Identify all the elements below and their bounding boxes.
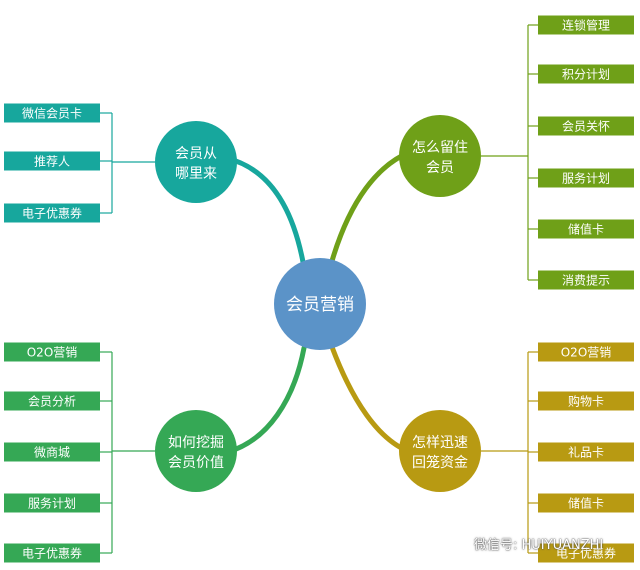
leaf-label: 服务计划 <box>562 171 610 186</box>
center-node: 会员营销 <box>274 258 366 350</box>
leaf-item: 服务计划 <box>538 168 634 188</box>
leaf-box <box>538 116 634 136</box>
leaf-label: O2O营销 <box>561 346 612 360</box>
leaf-label: 微商城 <box>34 445 70 460</box>
leaf-item: 会员分析 <box>4 391 100 411</box>
leaf-label: 会员分析 <box>28 395 76 409</box>
leaf-item: 购物卡 <box>538 391 634 411</box>
leaf-label: 微信会员卡 <box>22 107 82 121</box>
leaf-item: 消费提示 <box>538 270 634 290</box>
leaf-item: 礼品卡 <box>538 442 634 462</box>
leaf-label: 消费提示 <box>562 273 610 288</box>
leaf-box <box>4 342 100 362</box>
leaf-label: 服务计划 <box>28 496 76 511</box>
leaf-box <box>538 270 634 290</box>
leaf-item: O2O营销 <box>538 342 634 362</box>
branch-label: 会员价值 <box>168 455 224 471</box>
branch-label: 怎么留住 <box>412 140 468 156</box>
leaf-box <box>538 15 634 35</box>
branch-label: 哪里来 <box>175 166 217 182</box>
leaf-box <box>538 168 634 188</box>
leaf-item: 电子优惠券 <box>4 543 100 563</box>
branch-connector <box>225 345 307 455</box>
center-label: 会员营销 <box>286 295 354 315</box>
leaf-item: 服务计划 <box>4 493 100 513</box>
branch-label: 如何挖掘 <box>168 435 224 451</box>
branch-label: 怎样迅速 <box>412 435 468 451</box>
leaf-item: 积分计划 <box>538 64 634 84</box>
branch-connector <box>329 149 413 264</box>
leaf-label: 电子优惠券 <box>556 546 616 561</box>
leaf-label: O2O营销 <box>27 346 78 360</box>
watermark-text: 微信号: HUIYUANZHI <box>474 537 604 553</box>
watermark: 微信号: HUIYUANZHI <box>444 532 603 554</box>
leaf-box <box>4 151 100 171</box>
leaf-label: 购物卡 <box>568 394 604 409</box>
leaf-label: 电子优惠券 <box>22 206 82 221</box>
leaf-item: 连锁管理 <box>538 15 634 35</box>
connectors <box>100 24 538 554</box>
branch-label: 回笼资金 <box>412 454 468 471</box>
leaf-box <box>538 64 634 84</box>
leaf-label: 会员关怀 <box>562 120 610 134</box>
leaf-label: 储值卡 <box>568 496 604 511</box>
leaf-box <box>4 493 100 513</box>
branch-connector <box>329 344 413 455</box>
leaf-label: 储值卡 <box>568 222 604 237</box>
leaf-item: 储值卡 <box>538 219 634 239</box>
leaf-item: 储值卡 <box>538 493 634 513</box>
leaf-item: 微信会员卡 <box>4 103 100 123</box>
wechat-icon <box>444 533 468 552</box>
leaf-item: 电子优惠券 <box>4 203 100 223</box>
branch-label: 会员从 <box>175 146 217 162</box>
leaf-label: 电子优惠券 <box>22 546 82 561</box>
branch-circle <box>399 115 481 197</box>
leaf-box <box>538 219 634 239</box>
leaf-label: 连锁管理 <box>562 18 610 33</box>
leaf-box <box>4 103 100 123</box>
leaf-box <box>538 442 634 462</box>
branch-circle <box>155 121 237 203</box>
branch-label: 会员 <box>426 160 454 176</box>
leaf-box <box>538 543 634 563</box>
branch-connector <box>223 155 306 265</box>
leaf-box <box>538 391 634 411</box>
branch-circle <box>399 410 481 492</box>
leaf-item: 推荐人 <box>4 151 100 171</box>
leaf-item: O2O营销 <box>4 342 100 362</box>
branch-circle <box>155 410 237 492</box>
leaf-label: 礼品卡 <box>568 445 604 460</box>
leaf-box <box>4 543 100 563</box>
leaf-box <box>4 203 100 223</box>
leaf-item: 微商城 <box>4 442 100 462</box>
leaf-label: 积分计划 <box>562 68 610 82</box>
leaf-item: 会员关怀 <box>538 116 634 136</box>
leaf-item: 电子优惠券 <box>538 543 634 563</box>
leaves: 微信会员卡推荐人电子优惠券连锁管理积分计划会员关怀服务计划储值卡消费提示O2O营… <box>4 15 634 563</box>
leaf-box <box>538 493 634 513</box>
leaf-box <box>4 391 100 411</box>
leaf-box <box>4 442 100 462</box>
leaf-label: 推荐人 <box>34 155 70 169</box>
leaf-box <box>538 342 634 362</box>
